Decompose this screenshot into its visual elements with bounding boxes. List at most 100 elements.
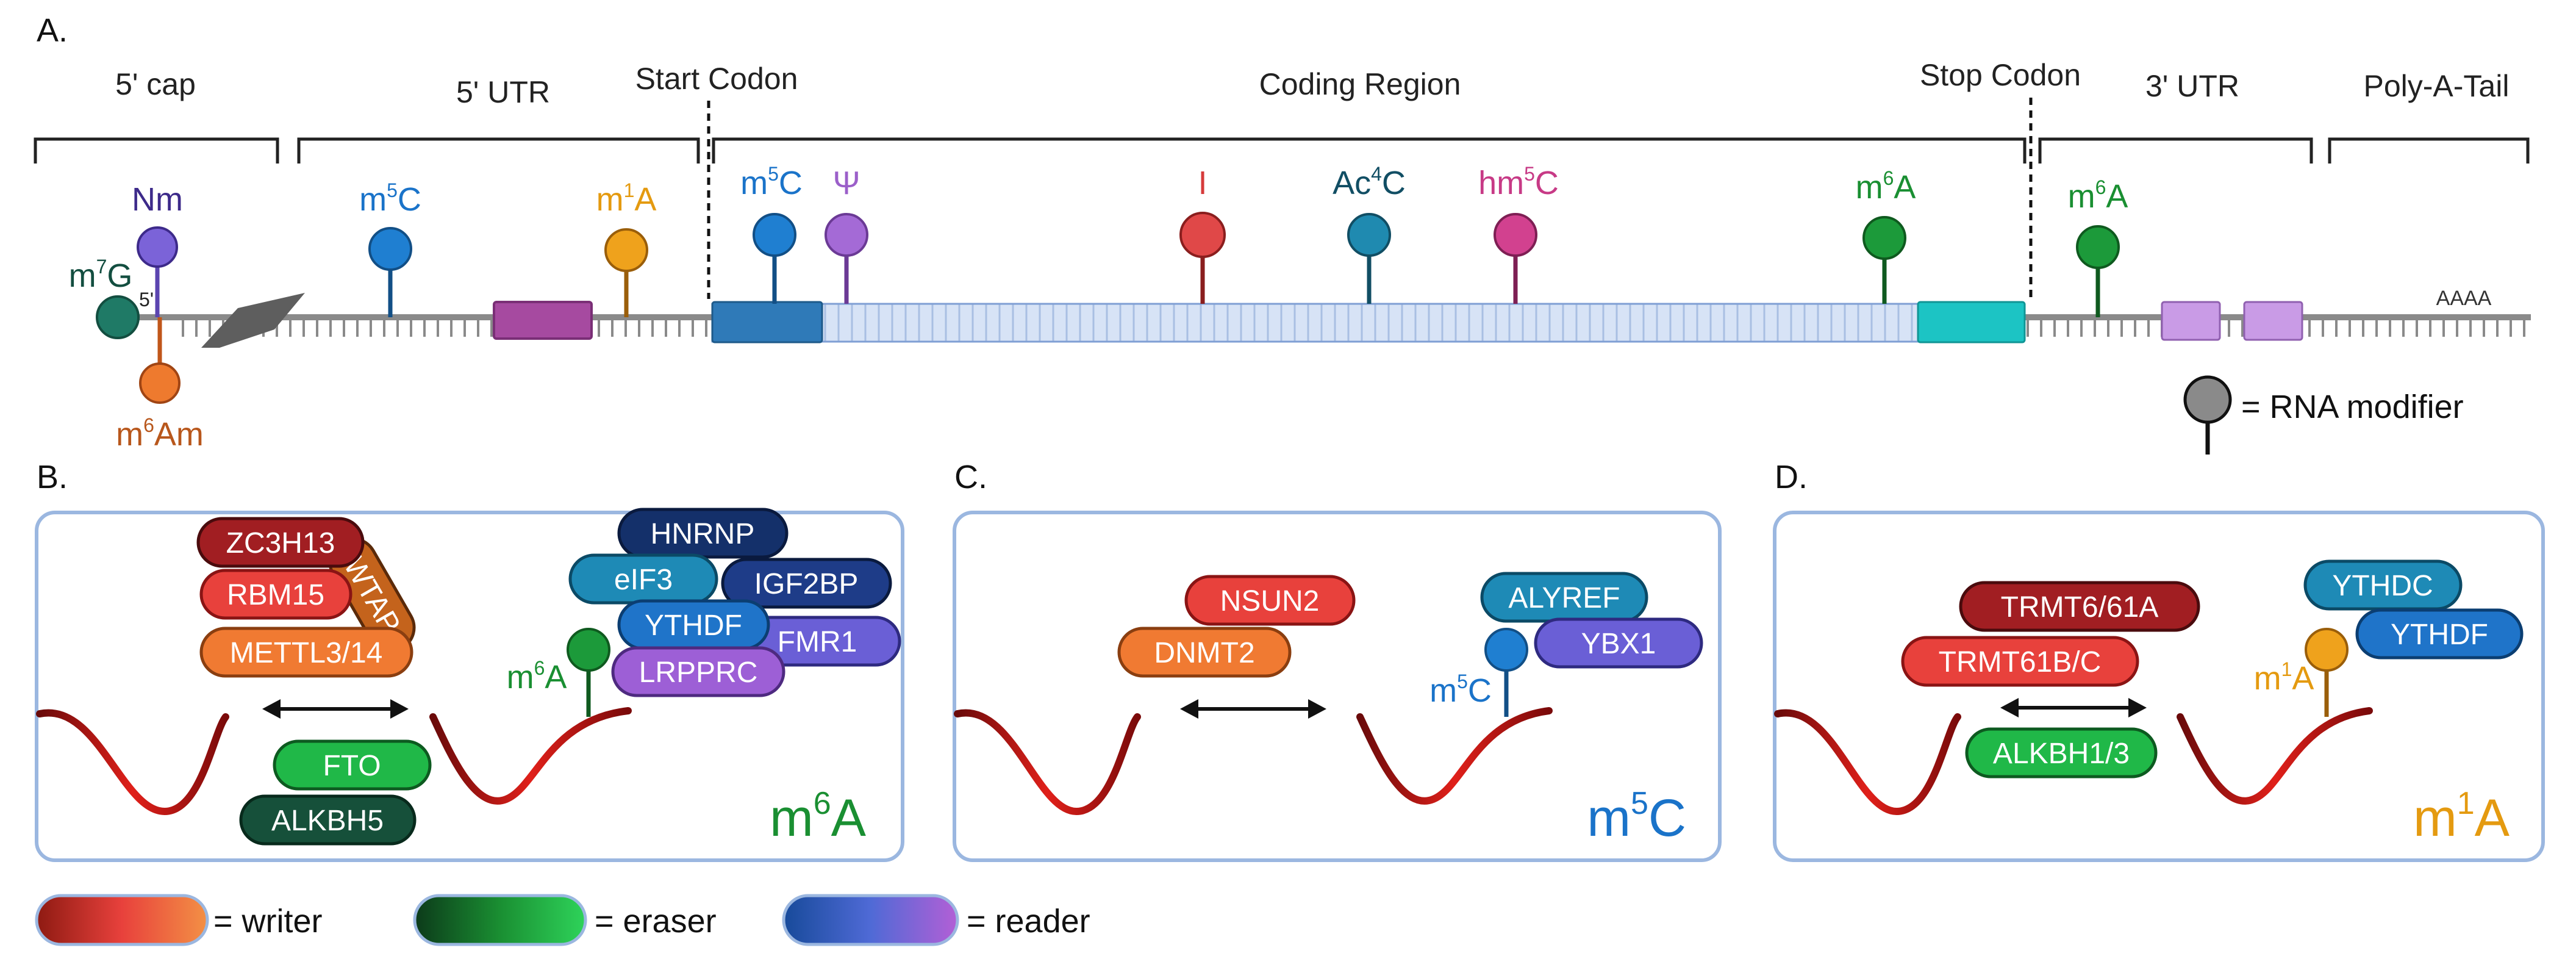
utr3-m6a-label: m6A — [2068, 176, 2128, 215]
region-label-5cap: 5' cap — [115, 67, 196, 101]
coding-region-body — [711, 303, 2025, 343]
m7g-label: m7G — [69, 256, 133, 294]
panel-c-site-label: m5C — [1429, 670, 1492, 709]
panel-b-site-label: m6A — [507, 657, 567, 696]
nm-modifier-icon — [137, 226, 178, 268]
bracket-polya — [2328, 137, 2530, 164]
pill-eraser-fto — [273, 739, 432, 791]
inosine-modifier-icon — [1179, 212, 1226, 258]
pill-reader-ythdf-d — [2355, 608, 2524, 660]
legend-eraser-label: = eraser — [595, 903, 717, 940]
pill-reader-alyref-label: ALYREF — [1508, 582, 1620, 614]
pill-writer-mettl3-14 — [199, 627, 413, 678]
panel-d-arrow — [2000, 698, 2147, 717]
panel-label-b: B. — [37, 459, 68, 495]
region-brackets — [34, 137, 2530, 164]
panel-b-arrow — [262, 699, 409, 719]
polya-sequence-label: AAAA — [2436, 287, 2492, 310]
pill-writer-rbm15-label: RBM15 — [227, 579, 324, 611]
pill-reader-ybx1 — [1534, 617, 1703, 669]
utr3-m6a-modifier-icon — [2076, 225, 2120, 269]
panel-label-c: C. — [954, 459, 987, 495]
panel-label-d: D. — [1775, 459, 1808, 495]
region-label-3utr: 3' UTR — [2145, 69, 2239, 103]
panel-d-title: m1A — [2413, 786, 2510, 847]
bracket-3utr — [2038, 137, 2313, 164]
panel-c-arrow — [1180, 699, 1326, 719]
pill-writer-trmt61b-c-label: TRMT61B/C — [1939, 646, 2102, 678]
psi-label: Ψ — [832, 165, 860, 201]
pill-eraser-alkbh5 — [239, 794, 417, 846]
pill-writer-trmt6-61a-label: TRMT6/61A — [2001, 591, 2159, 624]
panel-b-title: m6A — [770, 786, 867, 847]
pill-writer-dnmt2 — [1117, 627, 1292, 678]
pill-writer-nsun2-label: NSUN2 — [1220, 585, 1320, 617]
panel-d-m1a-site-icon — [2305, 628, 2349, 672]
start-codon-box — [711, 301, 823, 343]
panel-c-m5c-site-icon — [1484, 628, 1528, 672]
region-label-start-codon: Start Codon — [635, 62, 798, 96]
legend-writer-swatch — [35, 894, 209, 946]
pill-reader-igf2bp — [721, 558, 892, 609]
five-prime-label: 5' — [139, 289, 154, 311]
legend-reader-swatch — [782, 894, 959, 946]
utr3-element-box-2 — [2243, 301, 2303, 341]
legend-reader-label: = reader — [967, 903, 1090, 940]
pill-reader-eif3-label: eIF3 — [614, 564, 673, 596]
m7g-modifier-icon — [96, 295, 140, 339]
utr5-m1a-modifier-icon — [604, 228, 648, 272]
inosine-label: I — [1198, 165, 1207, 201]
pill-eraser-alkbh5-label: ALKBH5 — [271, 805, 384, 837]
pill-eraser-alkbh1-3-label: ALKBH1/3 — [1993, 738, 2130, 770]
pill-reader-igf2bp-label: IGF2BP — [754, 568, 859, 600]
pill-writer-dnmt2-label: DNMT2 — [1154, 637, 1254, 669]
ac4c-label: Ac4C — [1333, 163, 1406, 201]
region-label-stop-codon: Stop Codon — [1920, 58, 2081, 92]
pill-writer-rbm15 — [199, 569, 352, 620]
panel-label-a: A. — [37, 12, 68, 49]
region-label-polya: Poly-A-Tail — [2364, 69, 2510, 103]
panel-b-rna-right — [429, 707, 632, 805]
pill-eraser-alkbh1-3 — [1965, 727, 2158, 778]
key-modifier-label: = RNA modifier — [2241, 389, 2464, 425]
stop-codon-box — [1917, 301, 2026, 343]
pill-reader-hnrnp-label: HNRNP — [651, 518, 755, 550]
cds-m5c-modifier-icon — [753, 213, 796, 257]
pill-writer-mettl3-14-label: METTL3/14 — [230, 637, 383, 669]
legend-eraser-swatch — [413, 894, 587, 946]
pill-writer-trmt61b-c — [1901, 636, 2139, 687]
panel-b-m6a-site-icon — [567, 628, 610, 672]
pill-reader-fmr1-label: FMR1 — [778, 626, 857, 658]
utr5-element-box — [493, 301, 593, 340]
pill-reader-ythdf-d-label: YTHDF — [2391, 619, 2488, 651]
hm5c-modifier-icon — [1494, 213, 1537, 257]
utr5-m5c-modifier-icon — [368, 227, 412, 271]
cap-ribbon-shape — [201, 293, 305, 348]
utr5-m5c-label: m5C — [359, 179, 421, 218]
panel-d-rna-left — [1774, 709, 1961, 816]
pill-reader-ybx1-label: YBX1 — [1581, 628, 1656, 660]
panel-c-title: m5C — [1587, 786, 1686, 847]
pill-writer-trmt6-61a — [1959, 581, 2200, 632]
pill-writer-nsun2 — [1184, 575, 1356, 626]
bracket-5cap — [34, 137, 279, 164]
cds-m6a-label: m6A — [1856, 167, 1916, 206]
hm5c-label: hm5C — [1478, 163, 1559, 201]
key-modifier-icon — [2183, 375, 2232, 424]
panel-d-rna-right — [2177, 707, 2373, 805]
psi-modifier-icon — [825, 213, 868, 257]
pill-eraser-fto-label: FTO — [323, 750, 381, 782]
bracket-coding — [712, 137, 2027, 164]
pill-reader-ythdc-label: YTHDC — [2332, 570, 2433, 602]
cds-m6a-modifier-icon — [1862, 216, 1906, 260]
pill-reader-lrpprc-label: LRPPRC — [639, 656, 758, 689]
panel-c-rna-left — [954, 709, 1141, 816]
utr3-element-box-1 — [2161, 301, 2221, 341]
m6am-modifier-icon — [139, 362, 181, 404]
nm-label: Nm — [132, 181, 183, 218]
panel-c-rna-right — [1356, 707, 1553, 805]
region-label-coding-region: Coding Region — [1259, 67, 1461, 101]
pill-writer-zc3h13-label: ZC3H13 — [226, 527, 335, 559]
cds-m5c-label: m5C — [740, 163, 803, 201]
